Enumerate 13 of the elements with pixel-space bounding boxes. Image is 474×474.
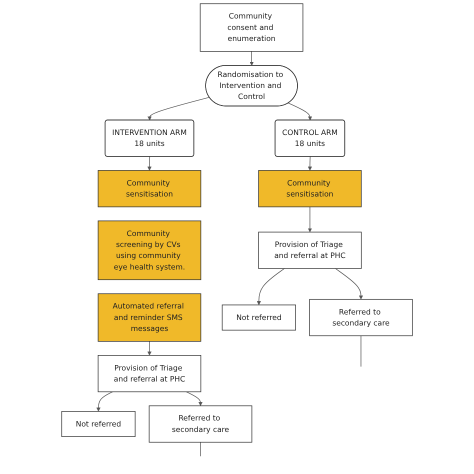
arrow bbox=[148, 96, 210, 120]
arrow bbox=[308, 206, 312, 232]
arrow bbox=[147, 156, 152, 171]
arrow bbox=[335, 268, 363, 300]
arrow bbox=[96, 391, 113, 412]
connector bbox=[360, 335, 362, 367]
arrow bbox=[147, 341, 152, 356]
connector bbox=[200, 442, 201, 457]
arrow bbox=[308, 156, 312, 171]
arrow bbox=[186, 391, 203, 406]
arrow bbox=[250, 51, 254, 66]
arrow bbox=[256, 268, 285, 306]
arrow bbox=[288, 102, 312, 120]
